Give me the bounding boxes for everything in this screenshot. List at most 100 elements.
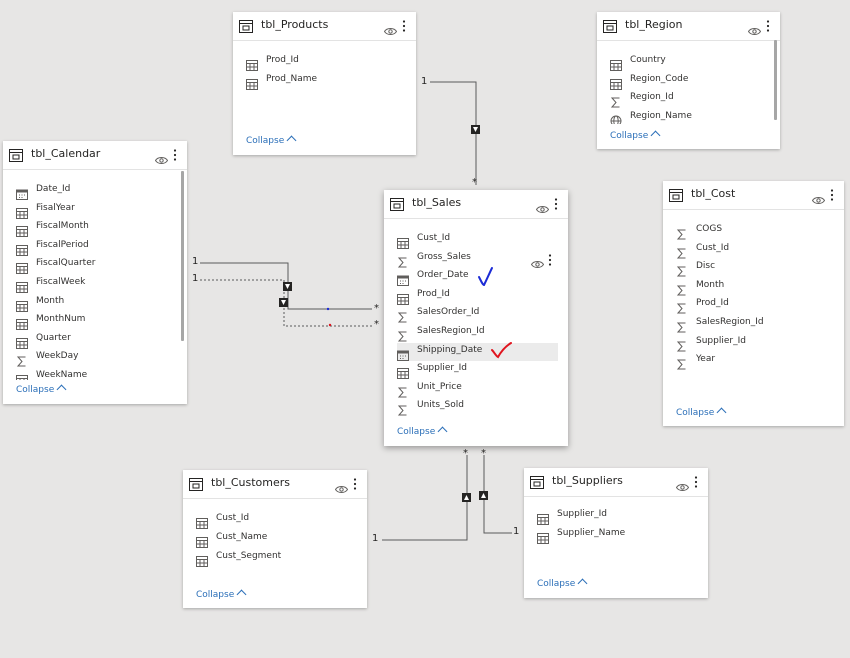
field-row[interactable]: Region_Name — [610, 109, 770, 124]
field-row[interactable]: Prod_Id — [246, 53, 406, 71]
more-options-icon[interactable] — [554, 196, 558, 210]
eye-icon[interactable] — [383, 21, 398, 35]
field-row[interactable]: Supplier_Id — [676, 334, 834, 352]
table-field-icon — [16, 204, 28, 219]
field-row[interactable]: Disc — [676, 259, 834, 277]
field-row[interactable]: FiscalWeek — [16, 275, 177, 293]
field-row[interactable]: Cust_Name — [196, 530, 357, 548]
field-row[interactable]: Supplier_Name — [537, 526, 698, 544]
more-options-icon[interactable] — [548, 252, 552, 271]
eye-icon[interactable] — [154, 150, 169, 164]
eye-icon[interactable] — [530, 254, 545, 273]
field-row[interactable]: Cust_Id — [397, 231, 558, 249]
table-header[interactable]: tbl_Cost — [663, 181, 844, 210]
table-header[interactable]: tbl_Calendar — [3, 141, 187, 170]
field-row[interactable]: Supplier_Id — [397, 361, 558, 380]
field-row[interactable]: FiscalMonth — [16, 219, 177, 238]
field-row[interactable]: FiscalQuarter — [16, 256, 177, 275]
scrollbar[interactable] — [181, 171, 184, 341]
chevron-up-icon — [56, 384, 67, 395]
eye-icon[interactable] — [535, 199, 550, 213]
field-row[interactable]: SalesRegion_Id — [397, 324, 558, 342]
field-row[interactable]: WeekDay — [16, 349, 177, 367]
field-row[interactable]: Year — [676, 352, 834, 370]
collapse-link[interactable]: Collapse — [246, 135, 297, 146]
field-row[interactable]: Unit_Price — [397, 380, 558, 398]
table-header[interactable]: tbl_Suppliers — [524, 468, 708, 497]
field-row[interactable]: MonthNum — [16, 312, 177, 331]
field-row[interactable]: Cust_Id — [676, 241, 834, 259]
field-row[interactable]: Order_Date — [397, 268, 558, 287]
collapse-link[interactable]: Collapse — [537, 578, 588, 589]
collapse-link[interactable]: Collapse — [196, 589, 247, 600]
field-row[interactable]: SalesRegion_Id — [676, 315, 834, 333]
field-name: Supplier_Id — [417, 363, 467, 374]
table-header[interactable]: tbl_Region — [597, 12, 780, 41]
field-row[interactable]: Country — [610, 53, 770, 71]
eye-icon[interactable] — [811, 190, 826, 204]
eye-icon[interactable] — [334, 479, 349, 493]
field-row[interactable]: Cust_Id — [196, 511, 357, 529]
field-row[interactable]: Prod_Name — [246, 72, 406, 90]
more-options-icon[interactable] — [353, 476, 357, 490]
field-row[interactable]: Quarter — [16, 331, 177, 349]
table-header[interactable]: tbl_Products — [233, 12, 416, 41]
filter-arrow-icon — [279, 125, 488, 502]
field-row[interactable]: Region_Code — [610, 72, 770, 90]
field-row[interactable]: FiscalPeriod — [16, 238, 177, 256]
field-name: FiscalQuarter — [36, 258, 96, 269]
eye-icon[interactable] — [675, 477, 690, 491]
field-row[interactable]: Prod_Id — [397, 287, 558, 305]
more-options-icon[interactable] — [830, 187, 834, 201]
red-check-mark — [491, 342, 512, 359]
table-field-icon — [397, 290, 409, 305]
field-row[interactable]: SalesOrder_Id — [397, 305, 558, 323]
field-row[interactable]: Month — [16, 294, 177, 312]
field-row[interactable]: WeekName — [16, 368, 177, 380]
field-name: Month — [36, 295, 65, 306]
table-header[interactable]: tbl_Customers — [183, 470, 367, 499]
field-row[interactable]: Supplier_Id — [537, 507, 698, 525]
field-row[interactable]: Units_Sold — [397, 398, 558, 416]
more-options-icon[interactable] — [694, 474, 698, 488]
scrollbar[interactable] — [774, 40, 777, 120]
collapse-link[interactable]: Collapse — [676, 407, 727, 418]
collapse-label: Collapse — [246, 136, 285, 146]
field-row[interactable]: Gross_Sales — [397, 250, 558, 268]
calendar-icon — [16, 185, 28, 200]
more-options-icon[interactable] — [173, 147, 177, 161]
field-row[interactable]: Date_Id — [16, 182, 177, 200]
collapse-link[interactable]: Collapse — [610, 130, 661, 141]
rel-customers-sales — [382, 455, 468, 541]
field-row[interactable]: COGS — [676, 222, 834, 240]
field-name: Supplier_Name — [557, 528, 626, 538]
more-options-icon[interactable] — [766, 18, 770, 32]
collapse-link[interactable]: Collapse — [16, 384, 67, 395]
collapse-link[interactable]: Collapse — [397, 426, 448, 437]
field-row[interactable]: FisalYear — [16, 201, 177, 219]
field-name: COGS — [696, 224, 723, 234]
field-row[interactable]: Cust_Segment — [196, 549, 357, 567]
field-row[interactable]: Month — [676, 278, 834, 296]
more-options-icon[interactable] — [402, 18, 406, 32]
field-row[interactable]: Shipping_Date — [397, 342, 558, 361]
table-header[interactable]: tbl_Sales — [384, 190, 568, 219]
field-row[interactable]: Prod_Id — [676, 296, 834, 314]
field-row[interactable]: Region_Id — [610, 90, 770, 108]
eye-icon[interactable] — [747, 21, 762, 35]
calendar-icon — [397, 271, 409, 287]
